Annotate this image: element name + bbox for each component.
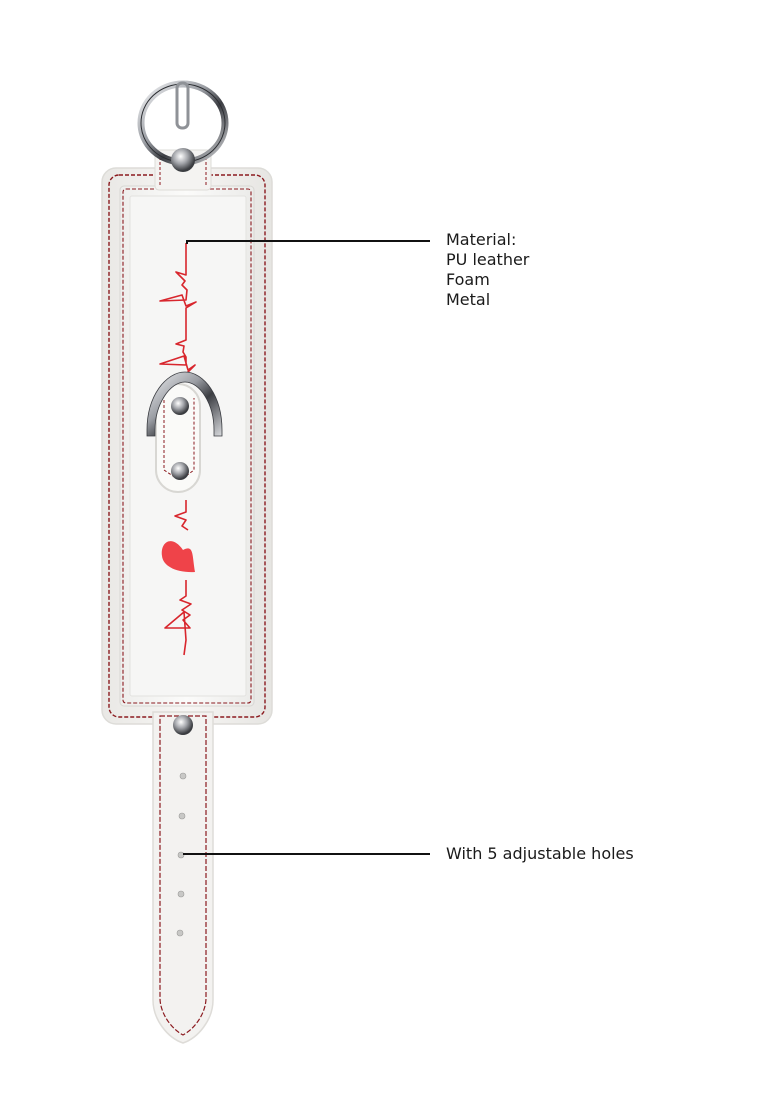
heartbeat-print bbox=[159, 243, 197, 656]
material-callout: Material: PU leather Foam Metal bbox=[446, 230, 529, 310]
holes-leader-line bbox=[183, 853, 430, 855]
holes-callout: With 5 adjustable holes bbox=[446, 844, 634, 864]
strap bbox=[152, 711, 214, 1044]
adjustable-holes bbox=[176, 772, 187, 937]
material-leader-line bbox=[187, 240, 430, 242]
material-item-pu-leather: PU leather bbox=[446, 250, 530, 269]
material-title: Material: bbox=[446, 230, 517, 249]
heart-icon bbox=[161, 541, 195, 573]
top-d-ring bbox=[137, 80, 229, 191]
material-leader-vertical bbox=[186, 240, 188, 244]
material-item-metal: Metal bbox=[446, 290, 491, 309]
center-d-ring bbox=[146, 371, 223, 493]
material-item-foam: Foam bbox=[446, 270, 490, 289]
holes-text: With 5 adjustable holes bbox=[446, 844, 634, 863]
